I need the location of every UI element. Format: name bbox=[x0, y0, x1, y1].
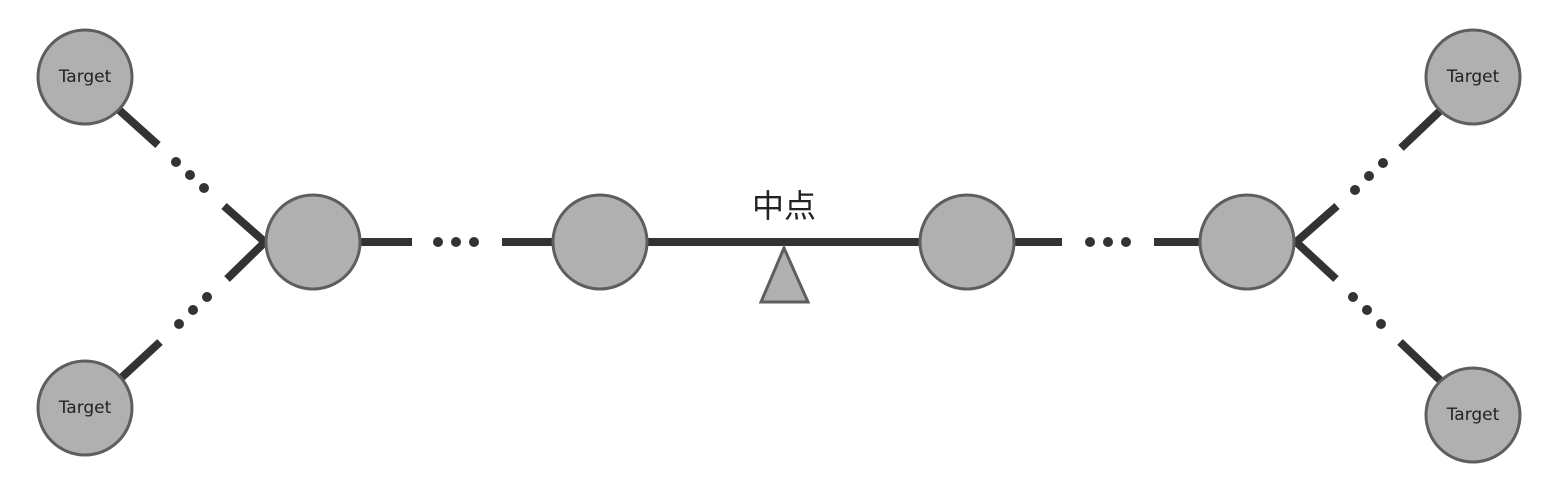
branch-upper-right-target-stub bbox=[1398, 106, 1445, 151]
target-node-bottom-left: Target bbox=[36, 359, 134, 457]
chain-node-left-outer bbox=[264, 193, 362, 291]
ellipsis-dot bbox=[171, 157, 181, 167]
ellipsis-dot bbox=[433, 237, 443, 247]
ellipsis-dot bbox=[1362, 305, 1372, 315]
ellipsis-dot bbox=[174, 319, 184, 329]
branch-lower-right-target-stub bbox=[1397, 339, 1445, 385]
target-circle bbox=[36, 359, 134, 457]
branch-upper-right-node-stub bbox=[1292, 202, 1340, 247]
target-label: Target bbox=[1446, 405, 1500, 425]
chain-node-right-inner bbox=[918, 193, 1016, 291]
branch-lower-left-node-stub bbox=[224, 238, 269, 282]
ellipsis-dot bbox=[1350, 185, 1360, 195]
ellipsis-dot bbox=[1085, 237, 1095, 247]
branch-upper-left-node-stub bbox=[221, 202, 269, 247]
branch-lower-right-node-stub bbox=[1292, 238, 1339, 282]
target-label: Target bbox=[58, 398, 112, 418]
ellipsis-dot bbox=[1121, 237, 1131, 247]
target-label: Target bbox=[1446, 67, 1500, 87]
midpoint-label: 中点 bbox=[752, 187, 816, 225]
target-node-bottom-right: Target bbox=[1424, 366, 1522, 464]
target-node-top-left: Target bbox=[36, 28, 134, 126]
ellipsis-dot bbox=[1348, 292, 1358, 302]
ellipsis-dot bbox=[202, 292, 212, 302]
ellipsis-dot bbox=[1378, 158, 1388, 168]
ellipsis-dot bbox=[1364, 171, 1374, 181]
ellipsis-dot bbox=[185, 170, 195, 180]
target-label: Target bbox=[58, 67, 112, 87]
target-circle bbox=[1424, 366, 1522, 464]
ellipsis-dot bbox=[469, 237, 479, 247]
branch-upper-left-target-stub bbox=[115, 106, 161, 148]
ellipsis-dot bbox=[1103, 237, 1113, 247]
ellipsis-dot bbox=[451, 237, 461, 247]
target-circle bbox=[36, 28, 134, 126]
chain-node-left-inner bbox=[551, 193, 649, 291]
target-circle bbox=[1424, 28, 1522, 126]
ellipsis-dot bbox=[1376, 319, 1386, 329]
target-node-top-right: Target bbox=[1424, 28, 1522, 126]
chain-node-right-outer bbox=[1198, 193, 1296, 291]
ellipsis-dot bbox=[188, 305, 198, 315]
ellipsis-dot bbox=[199, 183, 209, 193]
midpoint-pivot-triangle bbox=[758, 244, 811, 304]
branch-lower-left-target-stub bbox=[117, 339, 163, 382]
